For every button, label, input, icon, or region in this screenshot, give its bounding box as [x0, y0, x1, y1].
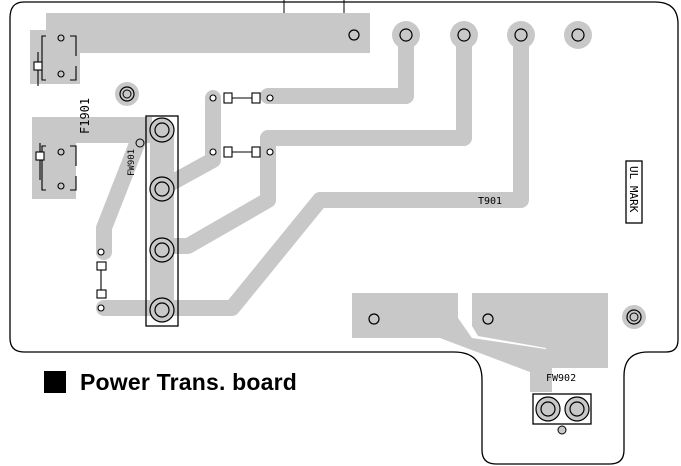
transformer-pins	[348, 21, 592, 49]
fuse-label: F1901	[78, 98, 92, 134]
svg-text:UL MARK: UL MARK	[627, 166, 640, 213]
black-square-icon	[44, 371, 66, 393]
ul-mark: UL MARK	[625, 160, 643, 224]
caption-text: Power Trans. board	[80, 368, 298, 395]
jumper-vertical	[96, 248, 107, 312]
board-caption: Power Trans. board	[44, 366, 297, 398]
mounting-hole-right	[622, 305, 646, 329]
fw901-connector	[135, 115, 179, 327]
fw902-connector	[532, 393, 592, 435]
fuse-holder-lower	[35, 143, 77, 191]
copper-trace-paths	[96, 28, 529, 322]
pad-hole-left	[368, 313, 380, 325]
jumper-middle	[209, 146, 274, 158]
mounting-hole-left	[115, 82, 139, 106]
pad-hole-right	[482, 313, 494, 325]
transformer-label: T901	[478, 196, 502, 207]
fuse-holder-upper	[33, 34, 77, 86]
fw902-label: FW902	[546, 373, 576, 384]
jumper-upper	[209, 92, 274, 104]
fw901-label: FW901	[127, 149, 137, 176]
